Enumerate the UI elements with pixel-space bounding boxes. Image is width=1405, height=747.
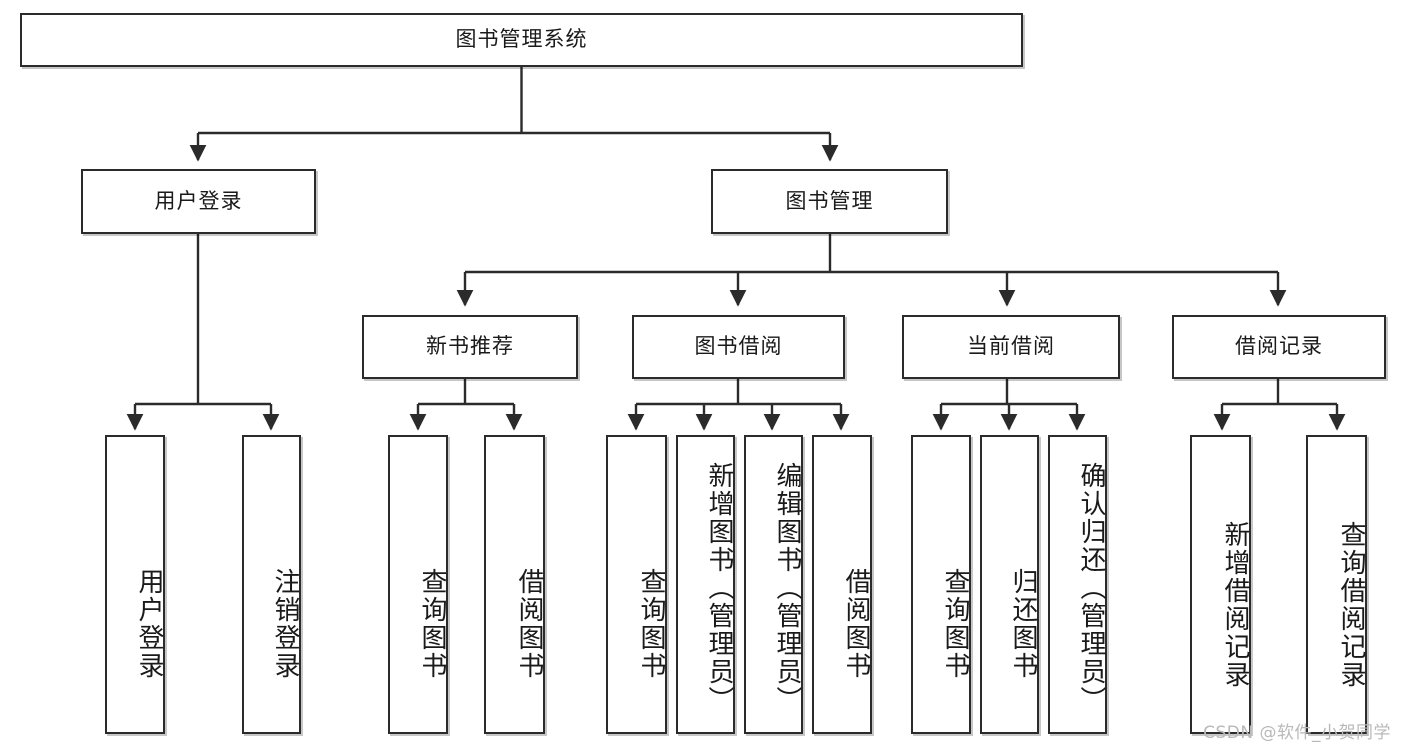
node-leaf-borrow-book-2-label: 借阅图书 xyxy=(841,567,871,680)
node-leaf-confirm-return[interactable]: 确认归还（管理员） xyxy=(1048,435,1107,734)
node-borrow-records[interactable]: 借阅记录 xyxy=(1172,315,1386,379)
node-leaf-return-book-label: 归还图书 xyxy=(1008,567,1038,680)
node-new-book-recommend-label: 新书推荐 xyxy=(426,334,514,359)
node-leaf-query-book-1[interactable]: 查询图书 xyxy=(388,435,448,734)
node-leaf-logout-login-label: 注销登录 xyxy=(270,567,300,680)
watermark-text: CSDN @软件_小贺同学 xyxy=(1203,723,1391,743)
node-leaf-edit-book-label: 编辑图书（管理员） xyxy=(772,461,802,714)
node-leaf-query-record-label: 查询借阅记录 xyxy=(1336,520,1366,689)
node-leaf-add-record[interactable]: 新增借阅记录 xyxy=(1190,435,1251,734)
node-leaf-edit-book[interactable]: 编辑图书（管理员） xyxy=(744,435,803,734)
node-book-management-label: 图书管理 xyxy=(785,188,874,213)
node-leaf-user-login-label: 用户登录 xyxy=(134,567,164,680)
node-leaf-query-book-1-label: 查询图书 xyxy=(417,567,447,680)
node-current-borrow-label: 当前借阅 xyxy=(967,334,1055,359)
node-root-label: 图书管理系统 xyxy=(455,27,588,52)
node-leaf-logout-login[interactable]: 注销登录 xyxy=(242,435,301,734)
node-leaf-query-book-2[interactable]: 查询图书 xyxy=(606,435,667,734)
node-current-borrow[interactable]: 当前借阅 xyxy=(902,315,1120,379)
node-leaf-query-book-3[interactable]: 查询图书 xyxy=(911,435,971,734)
node-leaf-user-login[interactable]: 用户登录 xyxy=(105,435,165,734)
node-user-login-label: 用户登录 xyxy=(154,188,243,213)
node-book-borrow-label: 图书借阅 xyxy=(694,334,783,359)
node-leaf-return-book[interactable]: 归还图书 xyxy=(980,435,1039,734)
node-leaf-query-book-3-label: 查询图书 xyxy=(940,567,970,680)
node-leaf-confirm-return-label: 确认归还（管理员） xyxy=(1076,461,1106,714)
node-user-login[interactable]: 用户登录 xyxy=(81,169,316,234)
node-leaf-query-book-2-label: 查询图书 xyxy=(636,567,666,680)
node-book-borrow[interactable]: 图书借阅 xyxy=(632,315,845,379)
node-leaf-borrow-book-1-label: 借阅图书 xyxy=(514,567,544,680)
node-leaf-add-record-label: 新增借阅记录 xyxy=(1220,520,1250,689)
node-book-management[interactable]: 图书管理 xyxy=(711,169,948,234)
node-leaf-add-book[interactable]: 新增图书（管理员） xyxy=(676,435,735,734)
node-leaf-add-book-label: 新增图书（管理员） xyxy=(704,461,734,714)
node-new-book-recommend[interactable]: 新书推荐 xyxy=(362,315,578,379)
node-leaf-borrow-book-2[interactable]: 借阅图书 xyxy=(812,435,872,734)
node-leaf-borrow-book-1[interactable]: 借阅图书 xyxy=(484,435,545,734)
node-root[interactable]: 图书管理系统 xyxy=(20,13,1023,67)
node-leaf-query-record[interactable]: 查询借阅记录 xyxy=(1306,435,1367,734)
node-borrow-records-label: 借阅记录 xyxy=(1235,334,1323,359)
